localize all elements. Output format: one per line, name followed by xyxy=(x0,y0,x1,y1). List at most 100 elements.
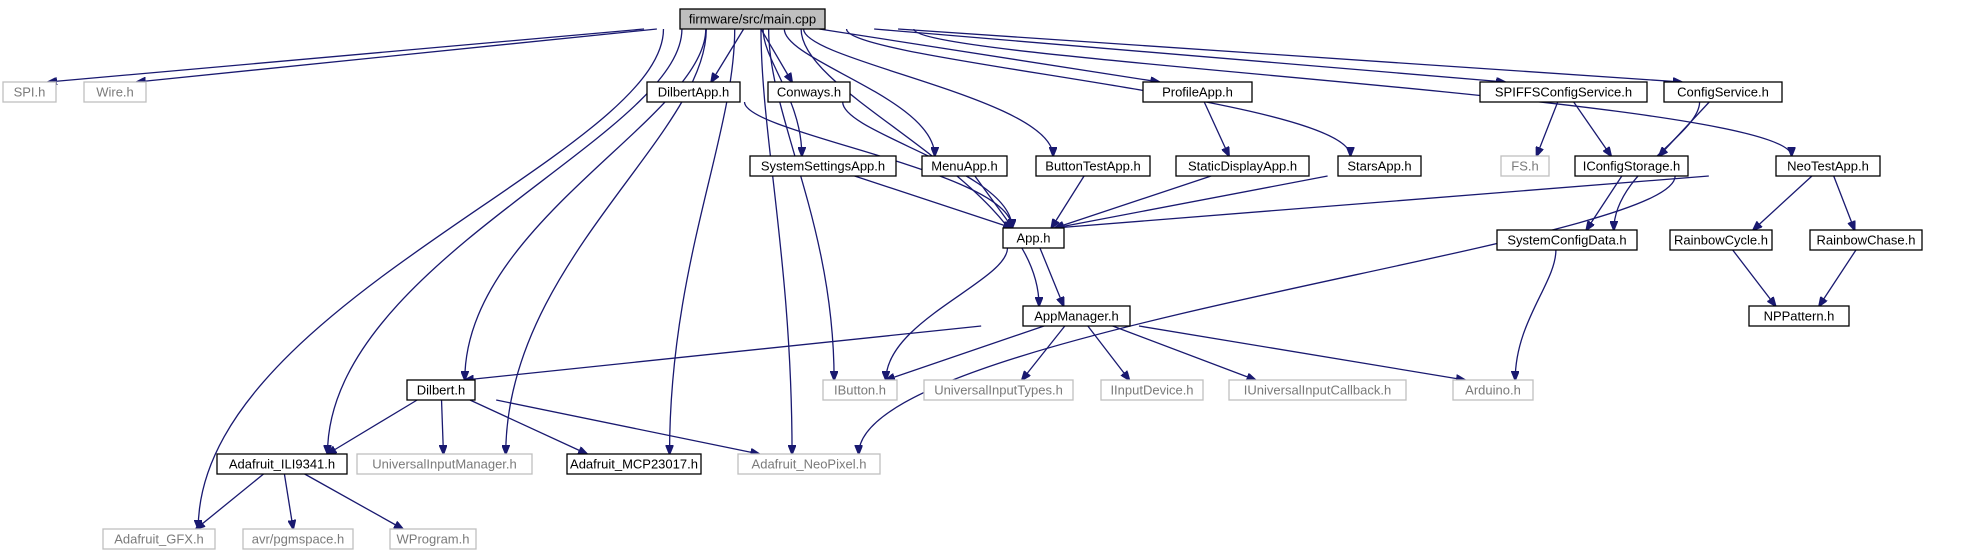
edge-dilbert-to-mcp xyxy=(469,399,587,454)
node-box xyxy=(1500,155,1550,177)
edge-main-to-conways xyxy=(760,28,792,82)
node-label: WProgram.h xyxy=(397,532,470,547)
edge-app-to-ibutton xyxy=(886,247,1009,380)
node-spi: SPI.h xyxy=(2,81,57,103)
edge-sysconf-to-arduino xyxy=(1515,249,1557,380)
node-label: avr/pgmspace.h xyxy=(252,532,345,547)
node-configsvc[interactable]: ConfigService.h xyxy=(1663,81,1783,103)
node-label: Dilbert.h xyxy=(417,383,465,398)
node-conways[interactable]: Conways.h xyxy=(767,81,851,103)
node-stars[interactable]: StarsApp.h xyxy=(1337,155,1422,177)
node-neotest[interactable]: NeoTestApp.h xyxy=(1775,155,1881,177)
edge-appmgr-to-iuic xyxy=(1112,325,1256,380)
node-label: IConfigStorage.h xyxy=(1583,159,1681,174)
node-spiffs[interactable]: SPIFFSConfigService.h xyxy=(1479,81,1648,103)
edge-menuapp-to-app xyxy=(974,175,1013,228)
edge-appmgr-to-uit xyxy=(1022,325,1066,380)
node-buttontest[interactable]: ButtonTestApp.h xyxy=(1035,155,1151,177)
node-profile[interactable]: ProfileApp.h xyxy=(1142,81,1253,103)
node-box xyxy=(1479,81,1648,103)
node-label: Adafruit_ILI9341.h xyxy=(229,457,335,472)
node-rchase[interactable]: RainbowChase.h xyxy=(1809,229,1923,251)
node-box xyxy=(1748,305,1850,327)
node-label: RainbowChase.h xyxy=(1816,233,1915,248)
node-box xyxy=(1175,155,1310,177)
node-label: App.h xyxy=(1017,231,1051,246)
node-label: NeoTestApp.h xyxy=(1787,159,1869,174)
edge-appmgr-to-arduino xyxy=(1138,325,1465,380)
node-box xyxy=(1002,227,1065,249)
node-label: StaticDisplayApp.h xyxy=(1188,159,1297,174)
node-main[interactable]: firmware/src/main.cpp xyxy=(679,8,826,30)
node-menuapp[interactable]: MenuApp.h xyxy=(921,155,1008,177)
node-box xyxy=(1035,155,1151,177)
node-box xyxy=(102,528,216,550)
node-box xyxy=(923,379,1074,401)
node-ili[interactable]: Adafruit_ILI9341.h xyxy=(216,453,348,475)
node-wprog: WProgram.h xyxy=(389,528,477,550)
edge-neotest-to-app xyxy=(1055,175,1709,228)
edge-neotest-to-rchase xyxy=(1833,175,1855,230)
edge-dilbert-to-neo xyxy=(496,399,759,454)
node-iconf[interactable]: IConfigStorage.h xyxy=(1574,155,1689,177)
node-syssettings[interactable]: SystemSettingsApp.h xyxy=(749,155,897,177)
node-uit: UniversalInputTypes.h xyxy=(923,379,1074,401)
node-label: Adafruit_GFX.h xyxy=(114,532,204,547)
node-label: SystemSettingsApp.h xyxy=(761,159,885,174)
edge-main-to-wire xyxy=(137,28,657,82)
edge-appmgr-to-ibutton xyxy=(886,325,1045,380)
edge-main-to-spiffs xyxy=(874,28,1505,82)
node-app[interactable]: App.h xyxy=(1002,227,1065,249)
edge-neotest-to-rcycle xyxy=(1753,175,1813,230)
edge-main-to-profile xyxy=(819,28,1159,82)
edge-app-to-appmgr xyxy=(1039,247,1064,306)
node-box xyxy=(1452,379,1534,401)
edge-main-to-spi xyxy=(48,28,645,82)
edge-main-to-menuapp xyxy=(783,28,934,156)
node-staticdisp[interactable]: StaticDisplayApp.h xyxy=(1175,155,1310,177)
node-sysconf[interactable]: SystemConfigData.h xyxy=(1496,229,1638,251)
node-fs: FS.h xyxy=(1500,155,1550,177)
node-label: Adafruit_MCP23017.h xyxy=(570,457,698,472)
node-box xyxy=(242,528,354,550)
node-appmgr[interactable]: AppManager.h xyxy=(1022,305,1131,327)
node-label: ProfileApp.h xyxy=(1162,85,1233,100)
edge-main-to-buttontest xyxy=(802,28,1054,156)
edge-iconf-to-sysconf xyxy=(1586,175,1623,230)
node-nppattern[interactable]: NPPattern.h xyxy=(1748,305,1850,327)
edge-main-to-mcp xyxy=(670,28,736,454)
edge-syssettings-to-app xyxy=(854,175,1013,228)
node-dilbertapp[interactable]: DilbertApp.h xyxy=(646,81,741,103)
node-iinput: IInputDevice.h xyxy=(1100,379,1204,401)
node-label: SPIFFSConfigService.h xyxy=(1495,85,1632,100)
node-mcp[interactable]: Adafruit_MCP23017.h xyxy=(566,453,702,475)
edge-dilbert-to-uim xyxy=(442,399,444,454)
node-box xyxy=(1100,379,1204,401)
edge-main-to-dilbert xyxy=(465,28,707,380)
node-label: SystemConfigData.h xyxy=(1507,233,1626,248)
node-dilbert[interactable]: Dilbert.h xyxy=(406,379,476,401)
node-arduino: Arduino.h xyxy=(1452,379,1534,401)
edge-main-to-neo xyxy=(760,28,792,454)
edge-ili-to-wprog xyxy=(304,473,403,529)
edges-layer xyxy=(48,28,1857,529)
edge-rcycle-to-nppattern xyxy=(1732,249,1776,306)
node-box xyxy=(1496,229,1638,251)
node-box xyxy=(737,453,881,475)
node-box xyxy=(566,453,702,475)
edge-main-to-stars xyxy=(845,28,1351,156)
node-box xyxy=(1775,155,1881,177)
node-label: Arduino.h xyxy=(1465,383,1521,398)
node-box xyxy=(1142,81,1253,103)
node-box xyxy=(356,453,533,475)
edge-dilbert-to-ili xyxy=(328,399,418,454)
node-box xyxy=(1228,379,1407,401)
edge-ili-to-pgm xyxy=(283,473,293,529)
node-box xyxy=(1663,81,1783,103)
node-rcycle[interactable]: RainbowCycle.h xyxy=(1669,229,1773,251)
node-box xyxy=(767,81,851,103)
edge-main-to-dilbertapp xyxy=(711,28,745,82)
node-box xyxy=(646,81,741,103)
node-box xyxy=(1809,229,1923,251)
